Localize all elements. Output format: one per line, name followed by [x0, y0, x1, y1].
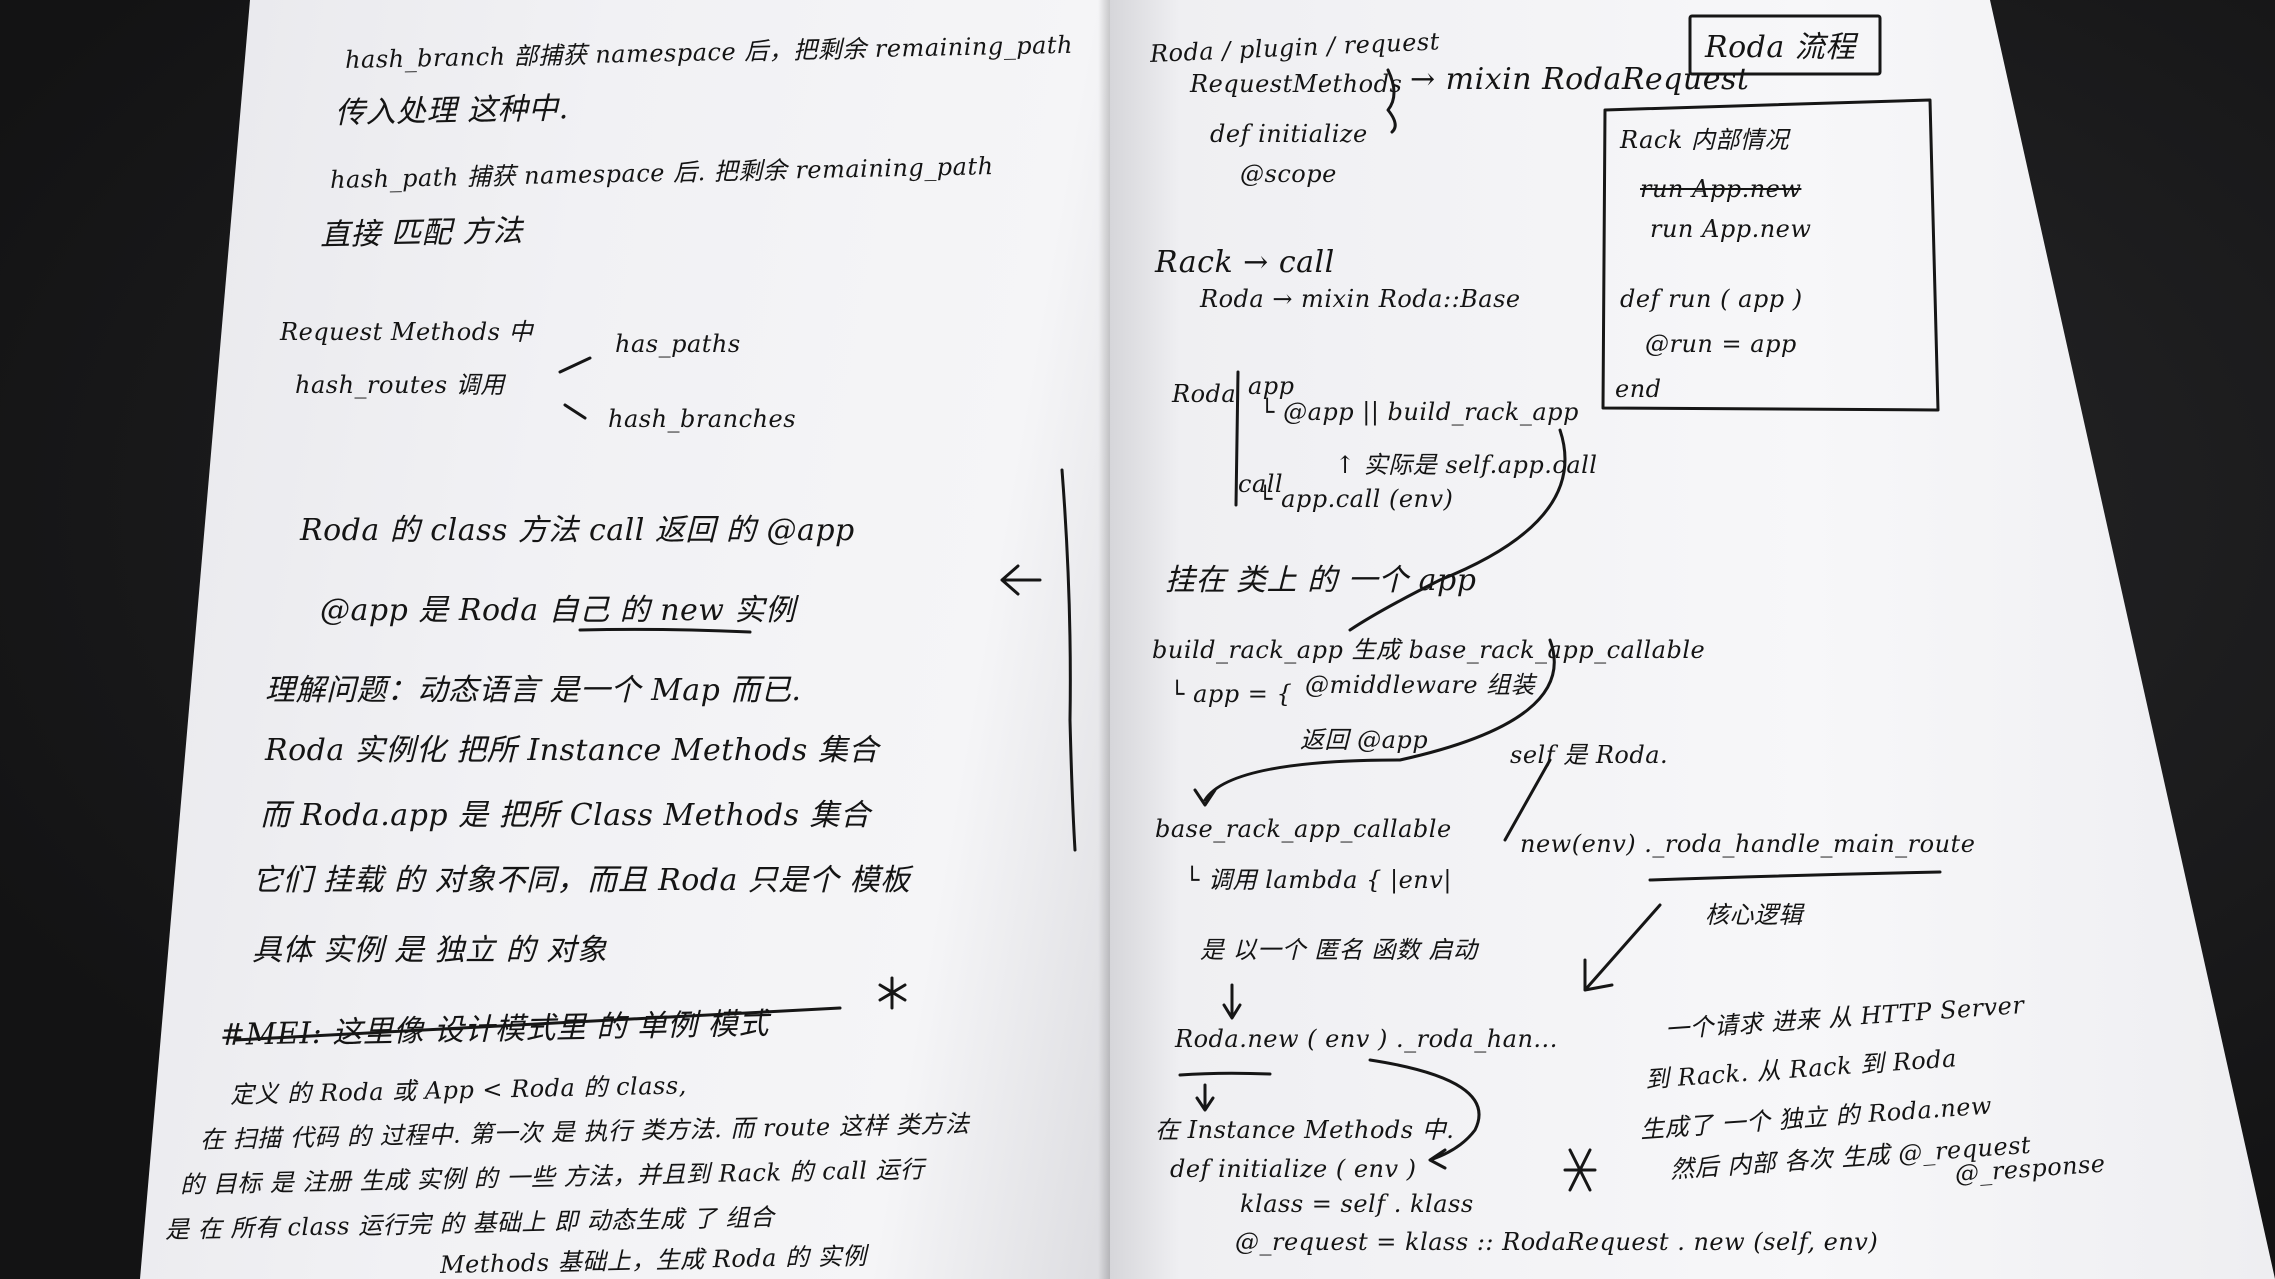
note-line: Roda.new ( env ) ._roda_han...: [1175, 1025, 1558, 1053]
note-line: @middleware 组装: [1305, 671, 1536, 699]
note-line: klass = self . klass: [1240, 1190, 1474, 1218]
note-line: 而 Roda.app 是 把所 Class Methods 集合: [260, 798, 871, 833]
note-line: hash_branches: [608, 405, 797, 433]
note-line: has_paths: [615, 330, 741, 358]
note-line: └ 调用 lambda { |env|: [1185, 866, 1452, 894]
note-line: ↑ 实际是 self.app.call: [1335, 451, 1598, 479]
rack-box-line: def run ( app ): [1620, 285, 1803, 313]
note-line: 它们 挂载 的 对象不同，而且 Roda 只是个 模板: [252, 863, 911, 898]
note-line: base_rack_app_callable: [1155, 815, 1452, 843]
note-line: Methods 基础上，生成 Roda 的 实例: [439, 1242, 867, 1279]
note-header-path: Roda / plugin / request: [1149, 27, 1441, 68]
note-line: └ app.call (env): [1258, 485, 1454, 513]
rack-box-title: Rack 内部情况: [1620, 126, 1790, 154]
note-line: 一个请求 进来 从 HTTP Server: [1664, 990, 2026, 1044]
note-line: Roda 实例化 把所 Instance Methods 集合: [265, 733, 879, 768]
note-line: Rack → call: [1155, 245, 1335, 280]
note-line: └ @app || build_rack_app: [1260, 398, 1579, 426]
note-line: hash_branch 部捕获 namespace 后，把剩余 remainin…: [344, 30, 1074, 74]
notebook-left-page: hash_branch 部捕获 namespace 后，把剩余 remainin…: [140, 0, 1110, 1279]
note-line: 返回 @app: [1300, 726, 1429, 754]
note-line: 核心逻辑: [1705, 901, 1803, 929]
note-line: 到 Rack. 从 Rack 到 Roda: [1644, 1044, 1958, 1094]
note-line: hash_routes 调用: [295, 371, 505, 399]
note-line: RequestMethods: [1190, 70, 1403, 98]
rack-box-line: end: [1615, 375, 1662, 403]
note-line: → mixin RodaRequest: [1410, 62, 1750, 97]
note-line: @app 是 Roda 自己 的 new 实例: [320, 593, 796, 628]
note-line: @_request = klass :: RodaRequest . new (…: [1235, 1228, 1879, 1256]
note-line: def initialize ( env ): [1170, 1155, 1417, 1183]
note-line: 挂在 类上 的 一个 app: [1165, 563, 1477, 598]
note-line: hash_path 捕获 namespace 后. 把剩余 remaining_…: [329, 152, 994, 194]
note-line: call: [1238, 470, 1284, 498]
rack-box-struck-line: run App.new: [1640, 175, 1802, 203]
note-line: app: [1248, 372, 1295, 400]
note-line: 在 扫描 代码 的 过程中. 第一次 是 执行 类方法. 而 route 这样 …: [199, 1109, 970, 1154]
rack-box-line: run App.new: [1650, 215, 1812, 243]
note-line: def initialize: [1210, 120, 1368, 148]
note-line: self 是 Roda.: [1510, 741, 1669, 769]
note-line: new(env) ._roda_handle_main_route: [1520, 830, 1976, 858]
note-line: Roda 的 class 方法 call 返回 的 @app: [300, 513, 855, 548]
note-line: 是 在 所有 class 运行完 的 基础上 即 动态生成 了 组合: [164, 1203, 775, 1244]
note-line: @scope: [1240, 160, 1337, 188]
note-line: 传入处理 这种中.: [334, 91, 569, 131]
note-line: 理解问题：动态语言 是一个 Map 而已.: [265, 673, 802, 708]
note-line: 的 目标 是 注册 生成 实例 的 一些 方法，并且到 Rack 的 call …: [179, 1155, 925, 1199]
note-line: build_rack_app 生成 base_rack_app_callable: [1152, 636, 1706, 664]
note-line: 定义 的 Roda 或 App < Roda 的 class,: [229, 1071, 688, 1109]
note-line: └ app = {: [1170, 680, 1293, 708]
rack-box-line: @run = app: [1645, 330, 1797, 358]
note-line: 是 以一个 匿名 函数 启动: [1200, 936, 1478, 964]
note-line: 具体 实例 是 独立 的 对象: [252, 933, 608, 968]
note-line: 直接 匹配 方法: [319, 213, 524, 253]
note-title-box: Roda 流程: [1705, 30, 1856, 65]
note-line: Roda → mixin Roda::Base: [1200, 285, 1521, 313]
note-line: #MEI: 这里像 设计模式里 的 单例 模式: [219, 1006, 770, 1053]
note-line: 在 Instance Methods 中.: [1155, 1116, 1455, 1144]
note-line: Request Methods 中: [280, 318, 534, 346]
note-line: Roda: [1172, 380, 1237, 408]
